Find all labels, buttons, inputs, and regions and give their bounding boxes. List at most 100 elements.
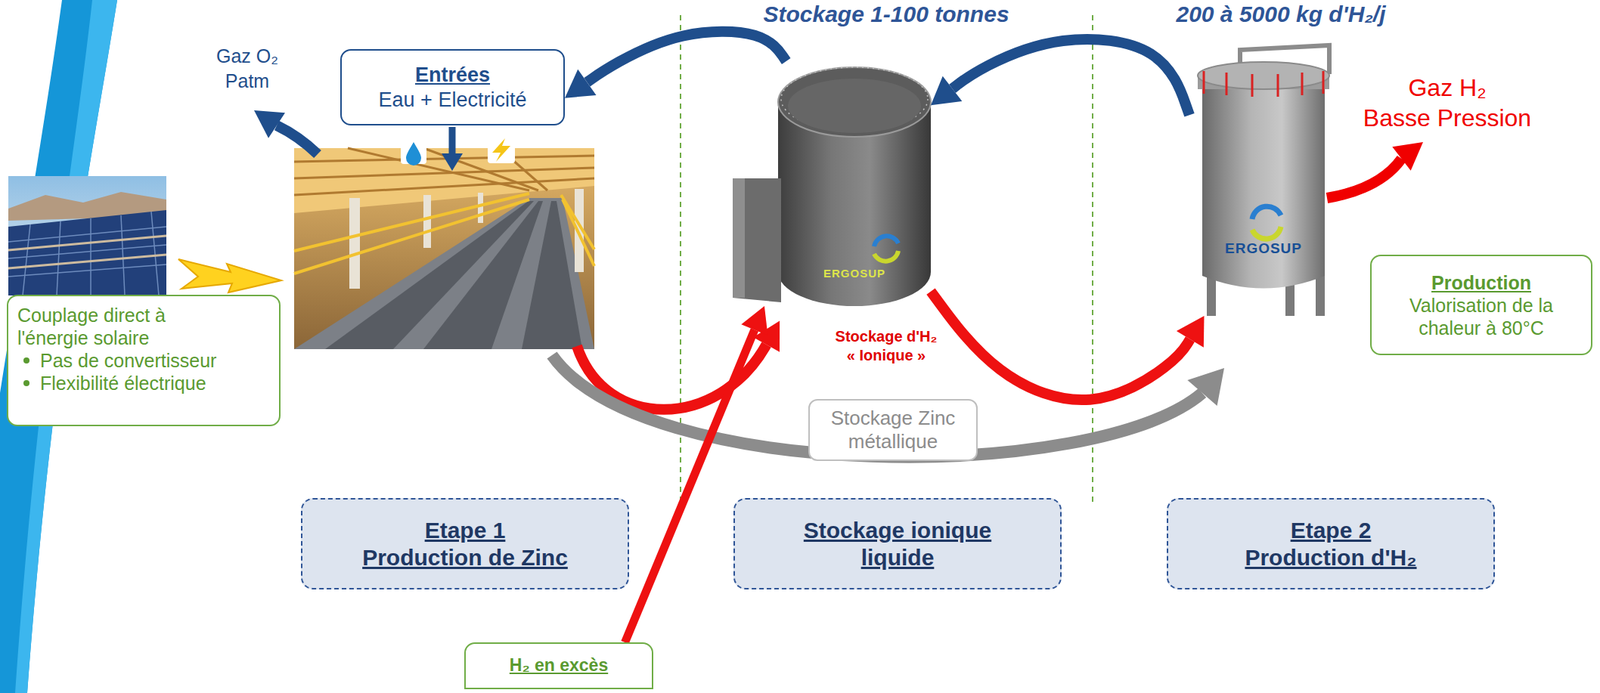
flow-arrow: [449, 127, 456, 155]
bullet-item: Flexibilité électrique: [17, 372, 207, 395]
decoration: [561, 195, 595, 250]
storage-tank-drawing: [778, 67, 931, 137]
box-heading: Entrées: [415, 62, 490, 87]
decoration: [562, 199, 595, 267]
decoration: [294, 199, 530, 274]
storage-tank-drawing: [732, 178, 782, 303]
flow-arrow: [441, 153, 463, 171]
water-icon: [406, 142, 422, 166]
decoration: [423, 195, 432, 249]
factory-photo: [294, 148, 595, 350]
decoration: [294, 193, 595, 274]
decoration: [294, 167, 595, 179]
flow-arrow: [625, 329, 755, 643]
flow-arrow: [930, 291, 1191, 401]
flow-arrow: [1327, 158, 1402, 199]
decoration: [8, 226, 167, 242]
brand-swoosh: [15, 0, 118, 693]
arrow-head: [564, 69, 597, 99]
brand-swoosh: [0, 0, 118, 693]
box-text: Eau + Electricité: [378, 87, 528, 112]
solar-panel-photo: [8, 176, 167, 296]
decoration: [1322, 71, 1325, 94]
decoration: [294, 178, 595, 196]
storage-tank: ERGOSUPStockage d'H₂ « Ionique »: [732, 61, 931, 307]
arrow-head: [1176, 316, 1205, 348]
decoration: [8, 235, 167, 269]
production-box: ProductionValorisation de la chaleur à 8…: [1370, 254, 1593, 356]
storage-tank-drawing: [732, 67, 931, 307]
decoration: [294, 148, 595, 196]
reactor-drawing: [1197, 45, 1330, 317]
logo-text: ERGOSUP: [823, 266, 886, 281]
section-heading: Stockage 1-100 tonnes: [762, 1, 1009, 28]
decoration: [423, 148, 539, 191]
electricity-icon: [492, 138, 511, 162]
bullet-item: Pas de convertisseur: [17, 349, 217, 373]
pressure-label: Patm: [225, 70, 270, 93]
decoration: [8, 211, 167, 296]
step-box: Stockage ionique liquide: [733, 498, 1062, 590]
decoration: [1301, 72, 1304, 96]
water-icon: [400, 138, 427, 166]
step-title: Stockage ionique liquide: [791, 517, 1004, 572]
storage-tank-drawing: [874, 251, 899, 262]
solar-lightning: [178, 259, 282, 293]
flow-arrow: [1392, 142, 1424, 171]
box-text: H₂ en excès: [509, 655, 608, 677]
decoration: [349, 189, 584, 289]
reactor-vessel: ERGOSUP: [1189, 40, 1337, 317]
step-box: Etape 1Production de Zinc: [300, 498, 630, 590]
zinc-storage-box: Stockage Zinc métallique: [808, 399, 978, 462]
flow-connector: [625, 306, 769, 643]
decoration: [120, 215, 125, 296]
section-heading: 200 à 5000 kg d'H₂/j: [1175, 1, 1386, 28]
input-box: EntréesEau + Electricité: [340, 49, 565, 126]
decoration: [89, 218, 92, 296]
flow-connector: [930, 291, 1205, 401]
solar-note-box: Couplage direct à l'énergie solairePas d…: [6, 294, 281, 427]
gas-label: Gaz O₂: [216, 45, 279, 68]
decoration: [349, 198, 360, 289]
step-title: Etape 2: [1290, 517, 1372, 545]
flow-arrow: [952, 39, 1190, 115]
flow-arrow: [551, 355, 1203, 458]
decoration: [56, 221, 61, 296]
region-divider: [680, 15, 1093, 506]
reactor-drawing: [1197, 62, 1330, 90]
decoration: [1277, 74, 1280, 97]
region-divider: [1091, 15, 1094, 506]
flow-arrow: [586, 31, 786, 83]
box-text: Valorisation de la chaleur à 80°C: [1379, 294, 1584, 340]
storage-tank-drawing: [732, 178, 745, 298]
flow-arrow: [276, 125, 318, 155]
decoration: [294, 193, 530, 252]
storage-tank-drawing: [787, 78, 921, 134]
electricity-icon: [487, 136, 515, 164]
flow-connector: [564, 31, 787, 99]
flow-connector: [930, 39, 1190, 115]
decoration: [1225, 72, 1228, 96]
flow-arrow: [1187, 368, 1225, 407]
step-title: Etape 1: [424, 517, 506, 545]
logo-text: ERGOSUP: [1224, 240, 1303, 258]
pressure-label: Basse Pression: [1363, 104, 1532, 133]
excess-h2-box: H₂ en excès: [464, 642, 654, 690]
decoration: [1251, 74, 1254, 97]
note-text: Couplage direct à l'énergie solaire: [17, 303, 199, 350]
decoration: [151, 211, 159, 296]
decoration: [1203, 71, 1206, 94]
arrow-head: [741, 306, 768, 336]
reactor-drawing: [1252, 206, 1281, 220]
solar-lightning: [178, 259, 282, 293]
arrow-head: [930, 76, 962, 106]
reactor-drawing: [1202, 83, 1325, 289]
storage-tank-drawing: [874, 235, 899, 247]
decoration: [22, 224, 31, 296]
decoration: [8, 254, 167, 269]
tank-caption: Stockage d'H₂ « Ionique »: [821, 327, 951, 366]
decoration: [8, 235, 167, 251]
